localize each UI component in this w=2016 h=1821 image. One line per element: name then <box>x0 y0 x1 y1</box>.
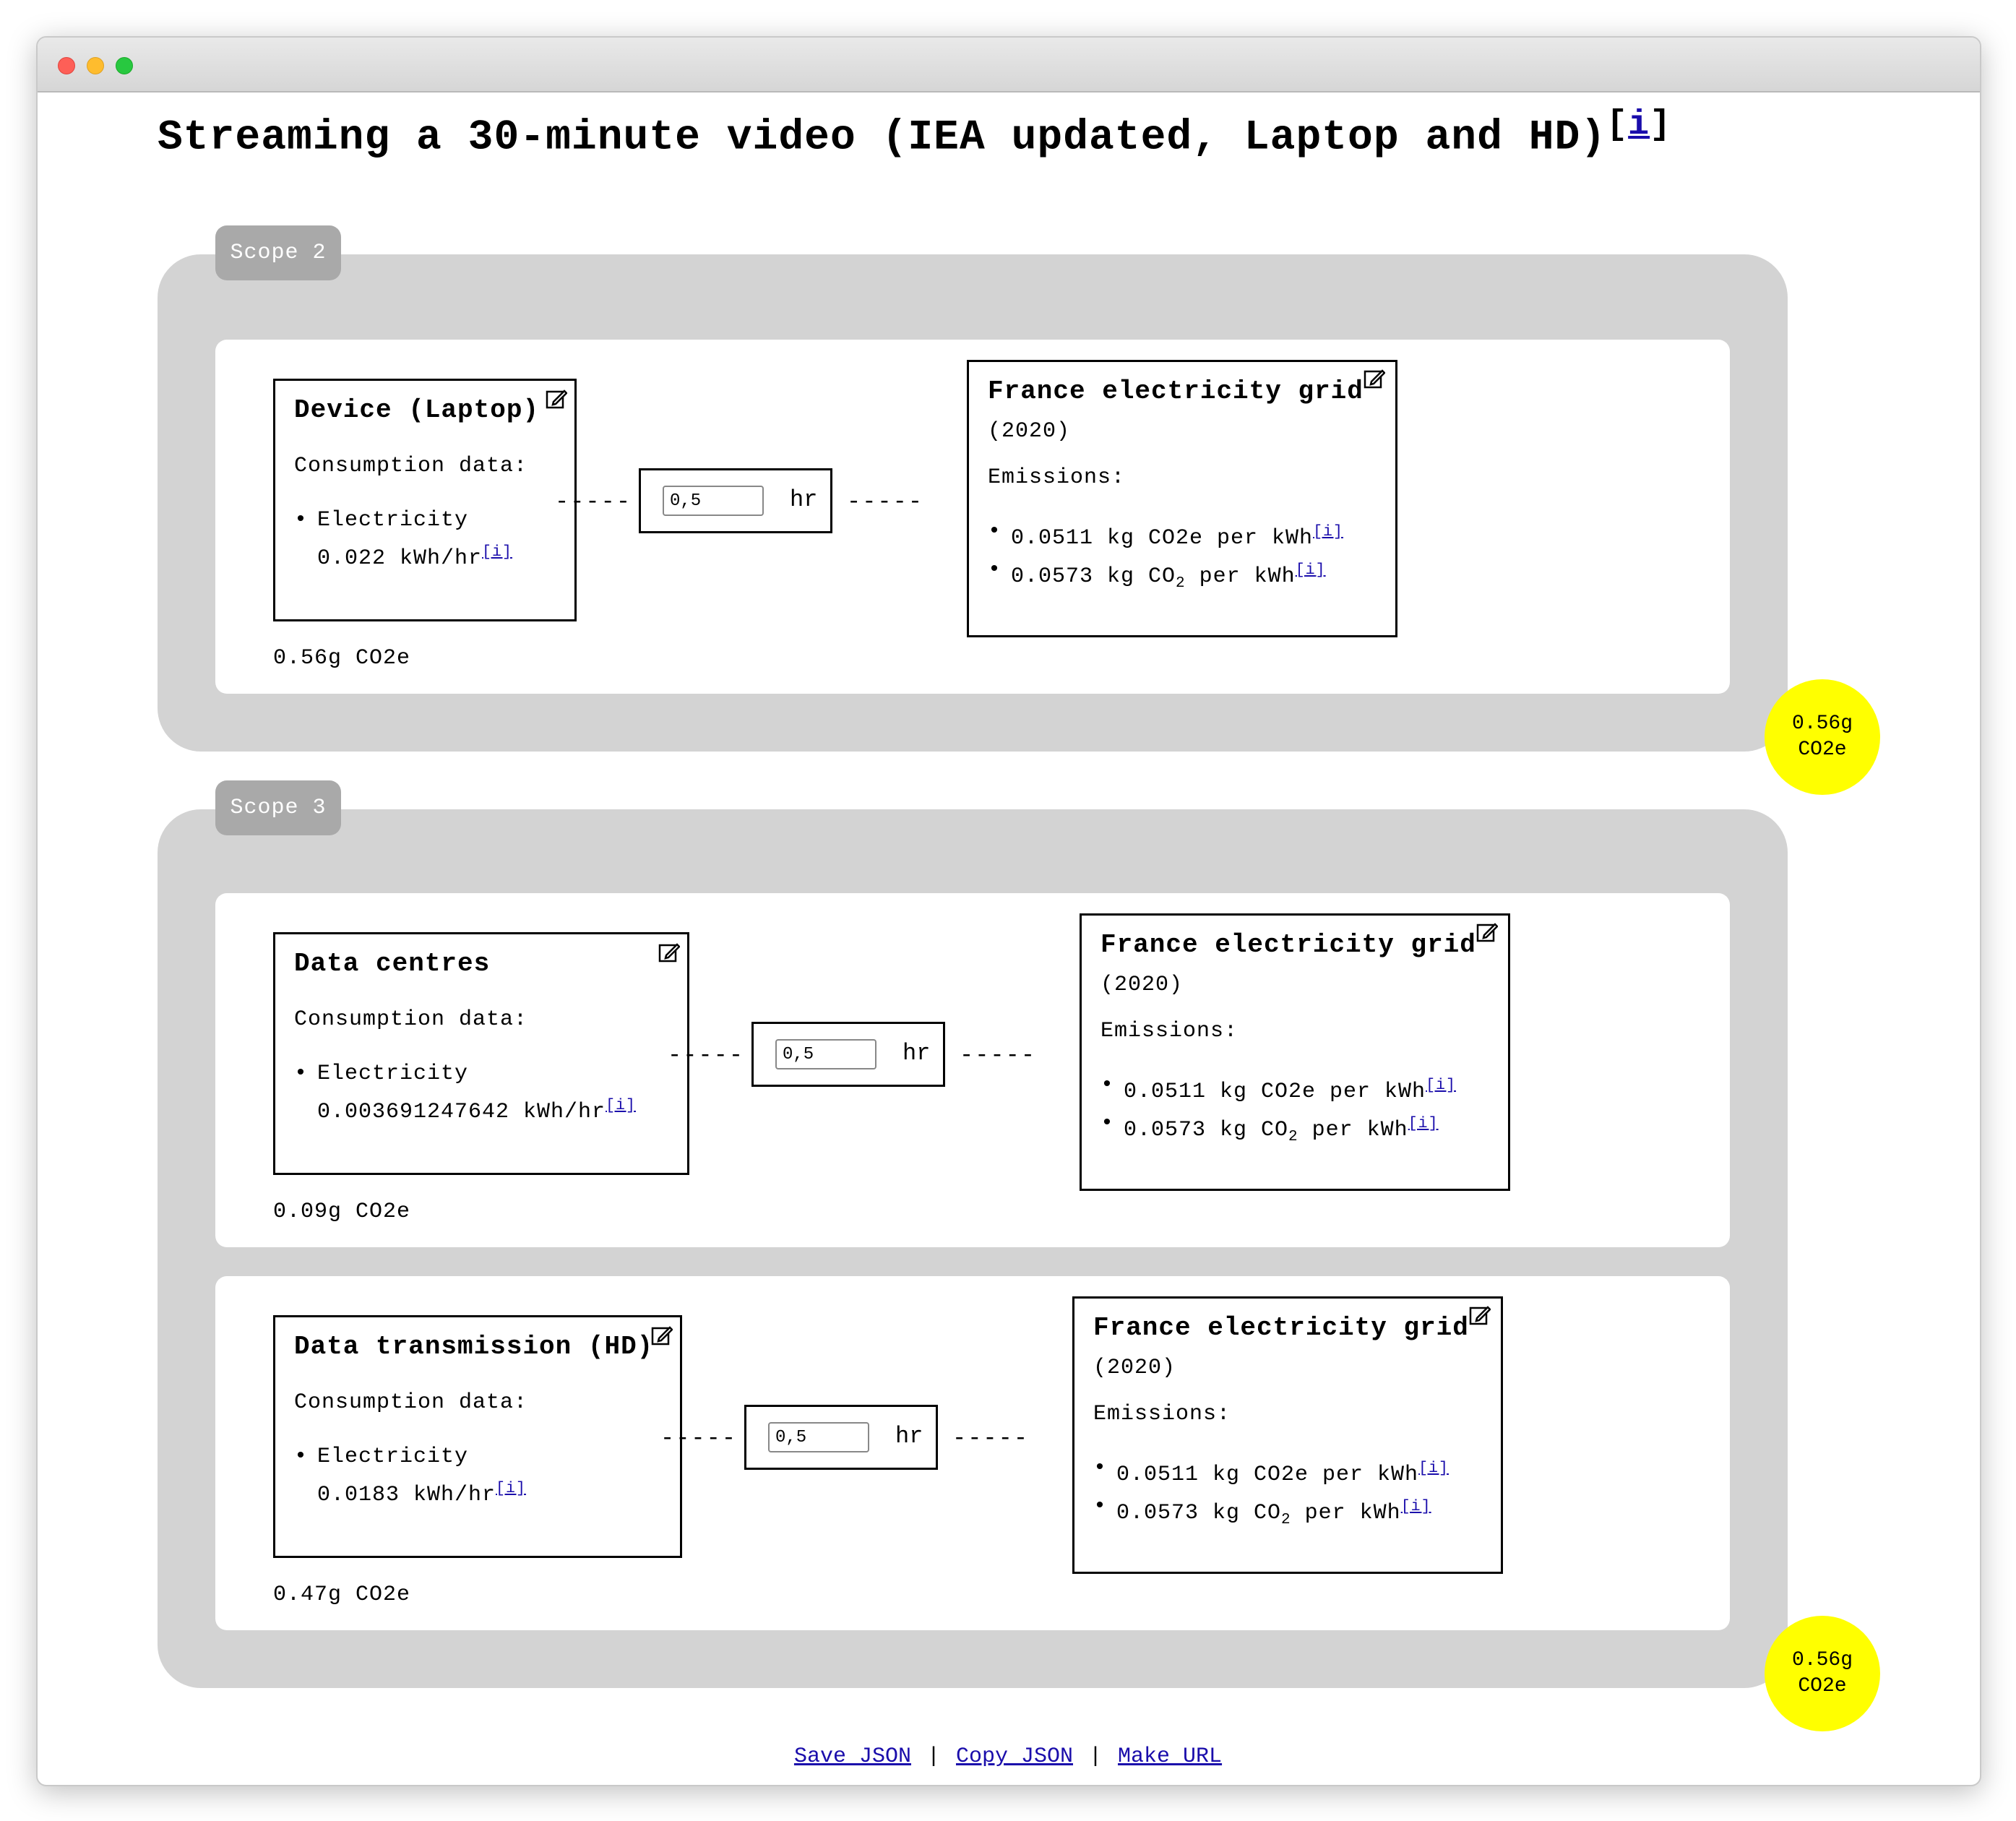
page-title-text: Streaming a 30-minute video (IEA updated… <box>158 114 1607 162</box>
grid-year: (2020) <box>988 419 1071 444</box>
connector-line: ----- <box>555 488 632 515</box>
grid-card: France electricity grid (2020) Emissions… <box>1072 1296 1503 1574</box>
connector-line: ----- <box>660 1425 738 1452</box>
device-title: Device (Laptop) <box>294 395 540 425</box>
connector-line: ----- <box>847 488 924 515</box>
info-link[interactable]: i <box>1418 1115 1429 1132</box>
emissions-list: 0.0511 kg CO2e per kWh[i] 0.0573 kg CO2 … <box>988 516 1377 600</box>
save-json-link[interactable]: Save JSON <box>793 1744 911 1769</box>
title-info-link[interactable]: i <box>1628 105 1650 145</box>
consumption-value: 0.003691247642 kWh/hr <box>317 1100 606 1124</box>
grid-title: France electricity grid <box>1093 1313 1469 1343</box>
consumption-value: 0.022 kWh/hr <box>317 546 483 571</box>
duration-unit: hr <box>790 486 818 513</box>
consumption-label: Consumption data: <box>294 1390 528 1415</box>
scope-2-tag: Scope 2 <box>215 225 341 280</box>
grid-title: France electricity grid <box>988 376 1364 406</box>
duration-input[interactable] <box>775 1039 876 1069</box>
row-result: 0.47g CO2e <box>273 1583 411 1607</box>
duration-box: hr <box>639 468 832 533</box>
page-title: Streaming a 30-minute video (IEA updated… <box>158 105 1672 162</box>
list-item: 0.0573 kg CO2 per kWh[i] <box>1100 1108 1489 1153</box>
scope-3-tag: Scope 3 <box>215 780 341 835</box>
maximize-window-button[interactable] <box>116 57 133 74</box>
duration-input[interactable] <box>663 486 764 516</box>
duration-box: hr <box>744 1405 938 1470</box>
info-link[interactable]: i <box>492 543 502 561</box>
connector-line: ----- <box>668 1042 745 1069</box>
minimize-window-button[interactable] <box>87 57 104 74</box>
duration-unit: hr <box>903 1040 931 1067</box>
list-item: 0.0573 kg CO2 per kWh[i] <box>988 554 1377 600</box>
consumption-label: Consumption data: <box>294 1007 528 1032</box>
emissions-label: Emissions: <box>1100 1019 1239 1043</box>
scope-3-row-data-centres: Data centres Consumption data: Electrici… <box>215 893 1730 1247</box>
scope-2-row-device-laptop: Device (Laptop) Consumption data: Electr… <box>215 340 1730 694</box>
edit-icon[interactable] <box>1469 1304 1491 1326</box>
close-window-button[interactable] <box>58 57 75 74</box>
edit-icon[interactable] <box>1364 368 1385 389</box>
list-item: 0.0573 kg CO2 per kWh[i] <box>1093 1491 1482 1536</box>
consumption-value: 0.0183 kWh/hr <box>317 1483 496 1507</box>
emissions-label: Emissions: <box>1093 1402 1231 1426</box>
device-laptop-card: Device (Laptop) Consumption data: Electr… <box>273 379 577 621</box>
connector-line: ----- <box>952 1425 1030 1452</box>
footer-separator: | <box>1089 1744 1103 1769</box>
data-transmission-card: Data transmission (HD) Consumption data:… <box>273 1315 682 1558</box>
grid-year: (2020) <box>1100 973 1184 997</box>
emissions-list: 0.0511 kg CO2e per kWh[i] 0.0573 kg CO2 … <box>1093 1452 1482 1536</box>
data-centres-card: Data centres Consumption data: Electrici… <box>273 932 689 1175</box>
grid-card: France electricity grid (2020) Emissions… <box>1080 913 1510 1191</box>
info-link[interactable]: i <box>506 1480 516 1497</box>
copy-json-link[interactable]: Copy JSON <box>955 1744 1074 1769</box>
emissions-list: 0.0511 kg CO2e per kWh[i] 0.0573 kg CO2 … <box>1100 1069 1489 1153</box>
device-title: Data centres <box>294 949 491 978</box>
info-link[interactable]: i <box>616 1097 626 1114</box>
edit-icon[interactable] <box>546 388 567 410</box>
info-link[interactable]: i <box>1305 561 1316 579</box>
info-link[interactable]: i <box>1323 523 1334 541</box>
list-item: 0.0511 kg CO2e per kWh[i] <box>1093 1452 1482 1491</box>
device-title: Data transmission (HD) <box>294 1332 654 1361</box>
footer-separator: | <box>926 1744 940 1769</box>
list-item: 0.0511 kg CO2e per kWh[i] <box>1100 1069 1489 1108</box>
duration-input[interactable] <box>768 1422 869 1452</box>
grid-year: (2020) <box>1093 1356 1176 1380</box>
grid-card: France electricity grid (2020) Emissions… <box>967 360 1397 637</box>
row-result: 0.56g CO2e <box>273 646 411 671</box>
edit-icon[interactable] <box>1476 921 1498 943</box>
emissions-label: Emissions: <box>988 465 1126 490</box>
consumption-label: Consumption data: <box>294 454 528 478</box>
window-titlebar <box>38 38 1980 92</box>
edit-icon[interactable] <box>658 942 680 963</box>
duration-box: hr <box>751 1022 945 1087</box>
connector-line: ----- <box>960 1042 1037 1069</box>
footer-actions: Save JSON | Copy JSON | Make URL <box>0 1744 2016 1769</box>
make-url-link[interactable]: Make URL <box>1118 1744 1223 1769</box>
scope-3-row-data-transmission: Data transmission (HD) Consumption data:… <box>215 1276 1730 1630</box>
duration-unit: hr <box>895 1423 923 1450</box>
grid-title: France electricity grid <box>1100 930 1476 960</box>
row-result: 0.09g CO2e <box>273 1200 411 1224</box>
info-link[interactable]: i <box>1410 1498 1421 1515</box>
list-item: 0.0511 kg CO2e per kWh[i] <box>988 516 1377 554</box>
edit-icon[interactable] <box>651 1325 673 1346</box>
info-link[interactable]: i <box>1436 1077 1447 1094</box>
info-link[interactable]: i <box>1429 1460 1439 1477</box>
